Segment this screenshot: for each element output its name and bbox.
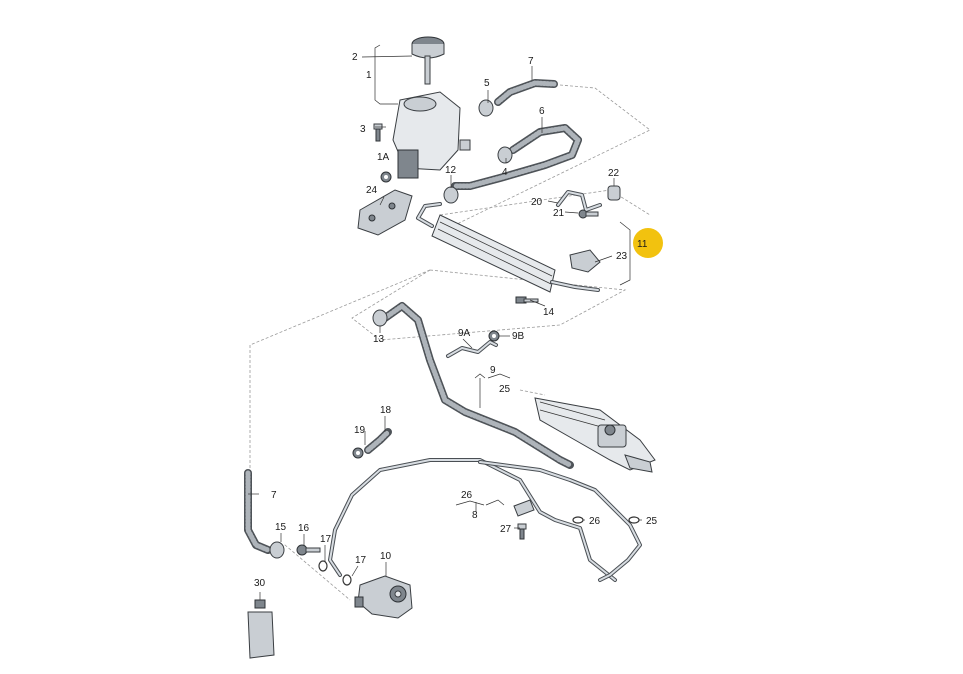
label-24: 24 <box>366 185 378 196</box>
hydraulic-fluid-bottle[interactable] <box>247 599 275 659</box>
label-4: 4 <box>502 167 508 178</box>
reservoir-bracket[interactable] <box>357 189 413 236</box>
label-18: 18 <box>380 405 392 416</box>
label-5: 5 <box>484 78 490 89</box>
power-steering-pump[interactable] <box>354 575 413 619</box>
label-8: 8 <box>472 510 478 521</box>
label-3: 3 <box>360 124 366 135</box>
holder-23[interactable] <box>569 249 601 273</box>
hose-clamp-4[interactable] <box>497 146 513 164</box>
label-19: 19 <box>354 425 366 436</box>
label-21: 21 <box>553 208 565 219</box>
banjo-bolt-16[interactable] <box>296 544 321 556</box>
return-hose-7-lower[interactable] <box>244 469 272 554</box>
label-9b: 9B <box>512 331 525 342</box>
label-16: 16 <box>298 523 310 534</box>
label-26-right: 26 <box>589 516 601 527</box>
label-1: 1 <box>366 70 372 81</box>
label-30: 30 <box>254 578 266 589</box>
label-13: 13 <box>373 334 385 345</box>
steering-rack[interactable] <box>534 397 656 473</box>
label-15: 15 <box>275 522 287 533</box>
fluid-reservoir[interactable] <box>392 91 471 179</box>
label-25-upper: 25 <box>499 384 511 395</box>
label-6: 6 <box>539 106 545 117</box>
label-11: 11 <box>637 239 648 250</box>
reservoir-cap[interactable] <box>411 36 445 85</box>
screw-21[interactable] <box>578 209 599 219</box>
cooler-pipe-11[interactable] <box>416 202 600 293</box>
label-7-bottom: 7 <box>271 490 277 501</box>
screw-27[interactable] <box>517 523 527 540</box>
hose-clamp-12[interactable] <box>443 186 459 204</box>
label-9a: 9A <box>458 328 471 339</box>
bracket-26[interactable] <box>513 499 535 517</box>
label-10: 10 <box>380 551 392 562</box>
label-26-left: 26 <box>461 490 473 501</box>
label-22: 22 <box>608 168 620 179</box>
hose-clamp-15[interactable] <box>269 541 285 559</box>
seal-17-right[interactable] <box>342 574 352 586</box>
screw-3[interactable] <box>373 123 383 142</box>
label-12: 12 <box>445 165 457 176</box>
leader-lines <box>248 44 642 600</box>
seal-17-left[interactable] <box>318 560 328 572</box>
nut-9b[interactable] <box>488 330 500 342</box>
return-hose-7-upper[interactable] <box>494 79 558 106</box>
label-23: 23 <box>616 251 628 262</box>
o-ring-25[interactable] <box>628 516 640 524</box>
o-ring-26[interactable] <box>572 516 584 524</box>
highlight-marker-11 <box>633 228 663 258</box>
pressure-hose-upper[interactable] <box>381 302 574 469</box>
nut-1a[interactable] <box>380 171 392 183</box>
label-17-right: 17 <box>355 555 367 566</box>
label-2: 2 <box>352 52 358 63</box>
bracket-20[interactable] <box>556 190 602 212</box>
clip-9a[interactable] <box>446 340 498 358</box>
label-25-lower: 25 <box>646 516 658 527</box>
label-9: 9 <box>490 365 496 376</box>
hose-18[interactable] <box>364 428 392 454</box>
pressure-pipe-8[interactable] <box>328 458 642 582</box>
label-27: 27 <box>500 524 512 535</box>
hose-clamp-13[interactable] <box>372 309 388 327</box>
bush-22[interactable] <box>607 185 621 201</box>
part-labels: 1 2 3 1A 24 5 7 6 4 12 22 20 21 11 23 14… <box>254 52 658 589</box>
hose-6[interactable] <box>451 124 582 190</box>
label-1a: 1A <box>377 152 390 163</box>
hose-clamp-5[interactable] <box>478 99 494 117</box>
label-7-top: 7 <box>528 56 534 67</box>
label-17-left: 17 <box>320 534 332 545</box>
label-20: 20 <box>531 197 543 208</box>
label-14: 14 <box>543 307 555 318</box>
nut-19[interactable] <box>352 447 364 459</box>
